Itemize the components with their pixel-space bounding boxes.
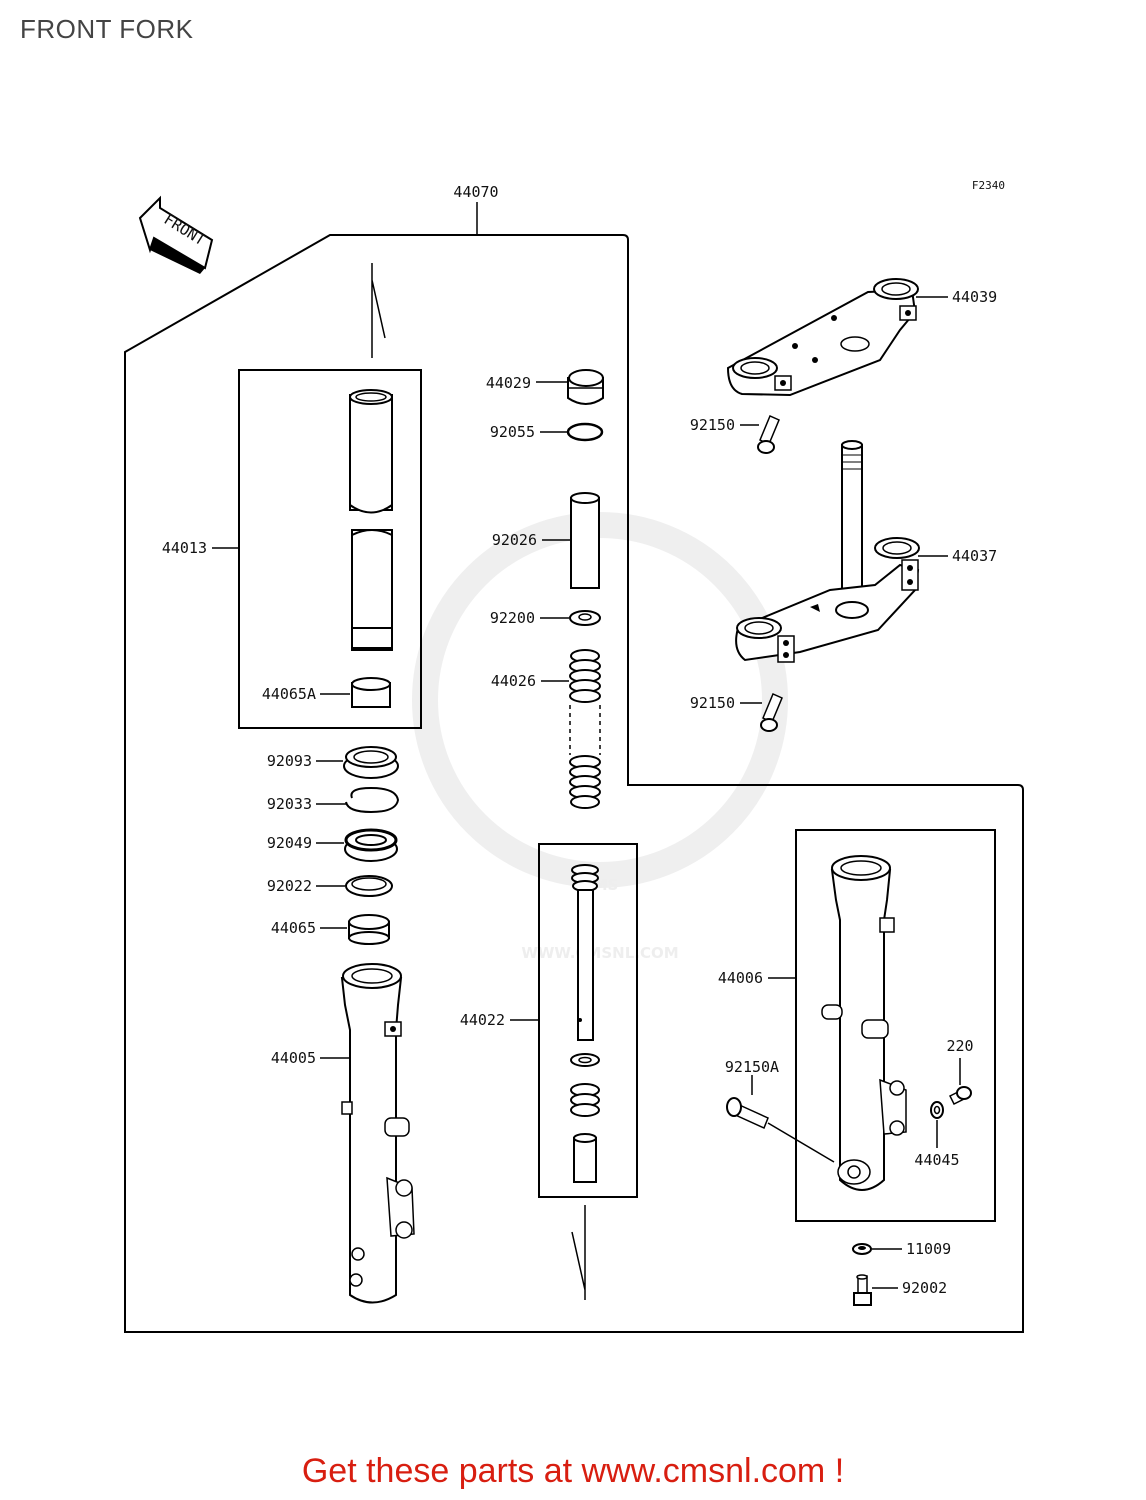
part-number-label: 44037 xyxy=(952,547,997,565)
assembly-outline: 44070 xyxy=(124,183,1024,1333)
part-92093: 92093 xyxy=(267,746,399,779)
part-number-label: 44039 xyxy=(952,288,997,306)
part-92150-upper: 92150 xyxy=(690,415,780,454)
assembly-number: 44070 xyxy=(453,183,498,201)
part-number-label: 44065 xyxy=(271,919,316,937)
promo-link[interactable]: Get these parts at www.cmsnl.com ! xyxy=(301,1452,845,1490)
outer-tube-group-box xyxy=(795,829,996,1222)
part-44065: 44065 xyxy=(271,914,390,945)
part-92049: 92049 xyxy=(267,828,398,862)
part-number-label: 92150 xyxy=(690,416,735,434)
part-92002: 92002 xyxy=(853,1274,947,1306)
part-number-label: 44065A xyxy=(262,685,316,703)
part-44013: 44013 xyxy=(162,389,393,651)
front-arrow-icon: FRONT xyxy=(138,195,214,274)
part-92055: 92055 xyxy=(490,422,604,442)
diagram-code: F2340 xyxy=(972,179,1005,192)
part-44026: 44026 xyxy=(491,649,601,809)
part-92033: 92033 xyxy=(267,786,400,814)
part-number-label: 44022 xyxy=(460,1011,505,1029)
page-title: FRONT FORK xyxy=(20,14,194,44)
part-number-label: 44029 xyxy=(486,374,531,392)
part-11009: 11009 xyxy=(852,1240,951,1258)
part-92200: 92200 xyxy=(490,609,601,627)
part-220: 220 xyxy=(946,1037,974,1106)
part-44039: 44039 xyxy=(726,278,997,397)
watermark-url-text: WWW.CMSNL.COM xyxy=(521,944,678,962)
part-number-label: 92002 xyxy=(902,1279,947,1297)
part-44037: 44037 xyxy=(735,440,997,663)
part-44005: 44005 xyxy=(271,963,415,1304)
part-number-label: 44045 xyxy=(914,1151,959,1169)
part-44022: 44022 xyxy=(460,864,600,1183)
part-92022: 92022 xyxy=(267,875,393,897)
part-44006: 44006 xyxy=(718,855,907,1191)
break-mark xyxy=(571,1205,586,1300)
part-92026: 92026 xyxy=(492,492,600,589)
part-number-label: 44013 xyxy=(162,539,207,557)
part-44045: 44045 xyxy=(914,1101,960,1169)
part-number-label: 92150 xyxy=(690,694,735,712)
inner-tube-group-box xyxy=(238,369,422,729)
part-number-label: 92049 xyxy=(267,834,312,852)
part-number-label: 92150A xyxy=(725,1058,779,1076)
part-92150-lower: 92150 xyxy=(690,693,783,732)
part-number-label: 220 xyxy=(946,1037,973,1055)
part-92150A: 92150A xyxy=(725,1058,835,1163)
part-44029: 44029 xyxy=(486,369,604,405)
part-number-label: 92200 xyxy=(490,609,535,627)
part-number-label: 92033 xyxy=(267,795,312,813)
part-number-label: 44006 xyxy=(718,969,763,987)
break-mark xyxy=(371,263,386,358)
part-44065A: 44065A xyxy=(262,677,391,708)
part-number-label: 92026 xyxy=(492,531,537,549)
cms-watermark: CMS WWW.CMSNL.COM xyxy=(412,512,788,962)
part-number-label: 11009 xyxy=(906,1240,951,1258)
part-number-label: 92022 xyxy=(267,877,312,895)
part-number-label: 92055 xyxy=(490,423,535,441)
part-number-label: 44005 xyxy=(271,1049,316,1067)
part-number-label: 44026 xyxy=(491,672,536,690)
part-number-label: 92093 xyxy=(267,752,312,770)
